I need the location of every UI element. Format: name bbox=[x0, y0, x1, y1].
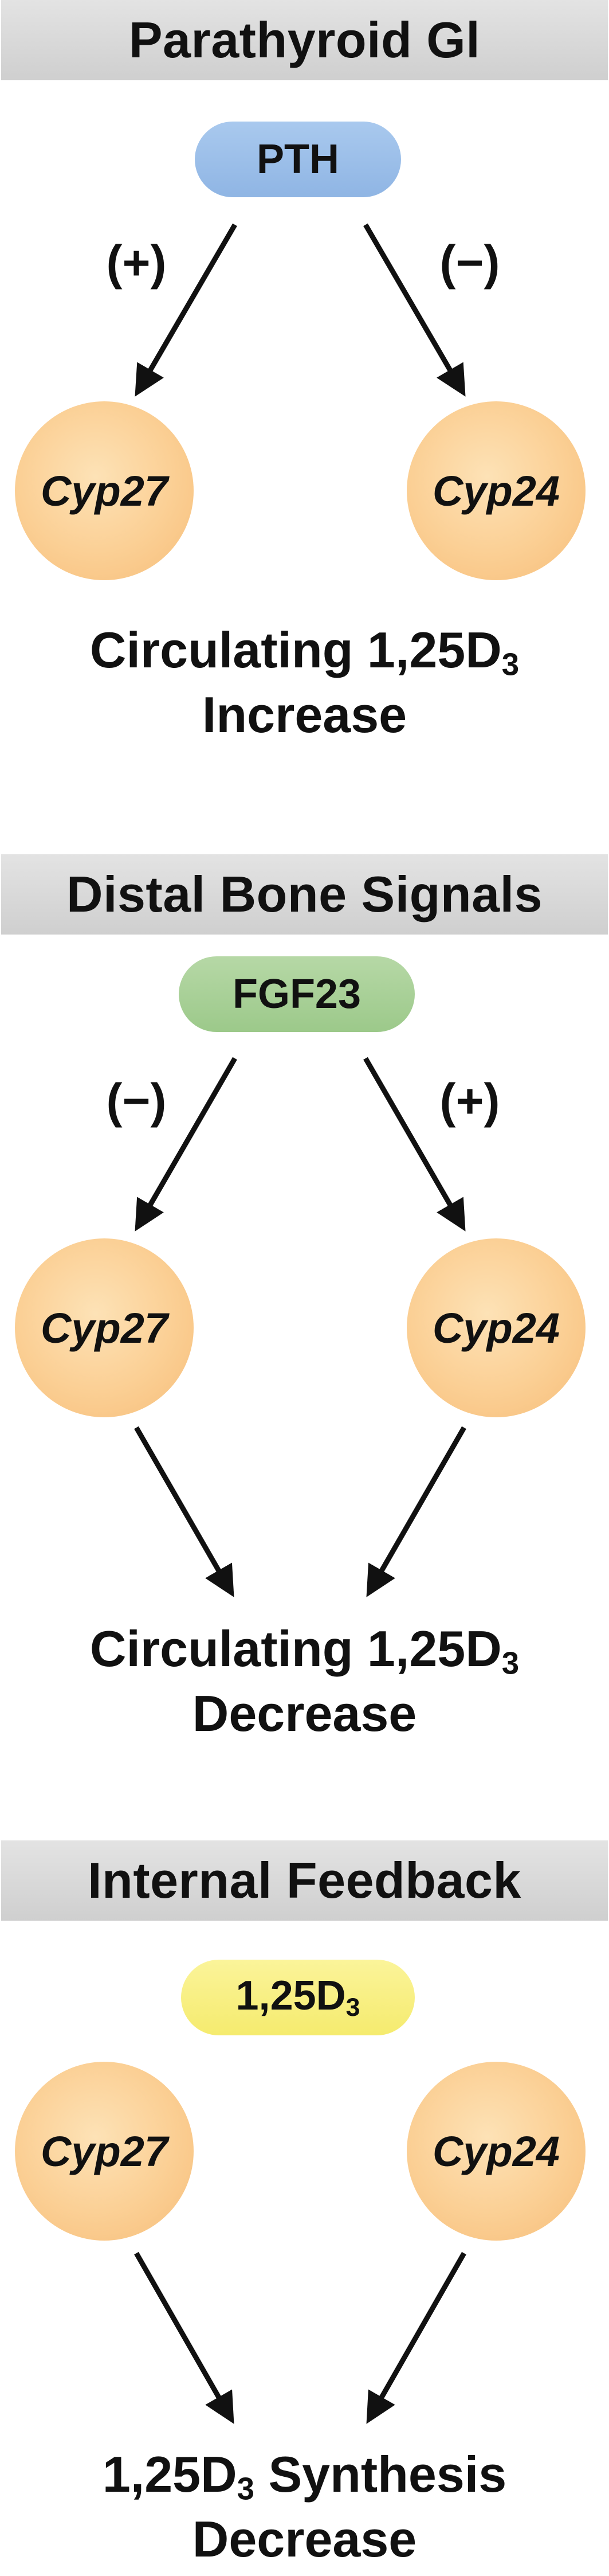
section-2-left-sign: (−) bbox=[106, 1074, 167, 1128]
section-2-result: Circulating 1,25D3 Decrease bbox=[0, 1618, 609, 1745]
section-1-cyp27-label: Cyp27 bbox=[40, 467, 168, 515]
section-3-cyp27-node: Cyp27 bbox=[15, 2062, 194, 2241]
section-2-result-line2: Decrease bbox=[192, 1685, 417, 1742]
fgf23-signal-node: FGF23 bbox=[179, 956, 415, 1032]
vitamin-d-signal-node: 1,25D3 bbox=[181, 1960, 415, 2035]
section-1-banner: Parathyroid Gl bbox=[1, 0, 608, 80]
arrow-cyp27-to-decrease bbox=[134, 1426, 234, 1597]
section-2-right-sign: (+) bbox=[439, 1074, 500, 1128]
pth-label: PTH bbox=[257, 136, 339, 182]
section-3-result: 1,25D3 Synthesis Decrease bbox=[0, 2444, 609, 2570]
section-2-title: Distal Bone Signals bbox=[66, 866, 543, 922]
section-3-cyp24-label: Cyp24 bbox=[432, 2127, 560, 2175]
section-2-cyp27-node: Cyp27 bbox=[15, 1238, 194, 1417]
section-1-left-sign: (+) bbox=[106, 236, 167, 290]
section-2-result-line1: Circulating 1,25D3 bbox=[89, 1620, 520, 1681]
section-2-banner: Distal Bone Signals bbox=[1, 854, 608, 935]
section-3-banner: Internal Feedback bbox=[1, 1840, 608, 1921]
section-1-result-line1: Circulating 1,25D3 bbox=[89, 621, 520, 682]
section-2-cyp27-label: Cyp27 bbox=[40, 1304, 168, 1352]
section-1-result-line2: Increase bbox=[202, 686, 407, 744]
section-1-result: Circulating 1,25D3 Increase bbox=[0, 619, 609, 746]
section-3-title: Internal Feedback bbox=[88, 1852, 521, 1909]
arrow-cyp24-to-synthesis-decrease bbox=[366, 2251, 466, 2424]
section-2-cyp24-node: Cyp24 bbox=[407, 1238, 586, 1417]
arrow-cyp24-to-decrease bbox=[366, 1426, 466, 1597]
fgf23-label: FGF23 bbox=[232, 971, 362, 1017]
arrow-cyp27-to-synthesis-decrease bbox=[134, 2251, 234, 2424]
section-1-right-sign: (−) bbox=[439, 236, 500, 290]
section-1-cyp24-node: Cyp24 bbox=[407, 401, 586, 580]
section-3-result-line1: 1,25D3 Synthesis bbox=[102, 2446, 507, 2507]
section-1-cyp27-node: Cyp27 bbox=[15, 401, 194, 580]
vitamin-d-label: 1,25D3 bbox=[235, 1973, 360, 2022]
section-3-result-line2: Decrease bbox=[192, 2511, 417, 2568]
section-3-cyp27-label: Cyp27 bbox=[40, 2127, 168, 2175]
section-3-cyp24-node: Cyp24 bbox=[407, 2062, 586, 2241]
section-2-cyp24-label: Cyp24 bbox=[432, 1304, 560, 1352]
section-1-cyp24-label: Cyp24 bbox=[432, 467, 560, 515]
section-1-title: Parathyroid Gl bbox=[128, 11, 481, 68]
pth-signal-node: PTH bbox=[195, 122, 401, 197]
